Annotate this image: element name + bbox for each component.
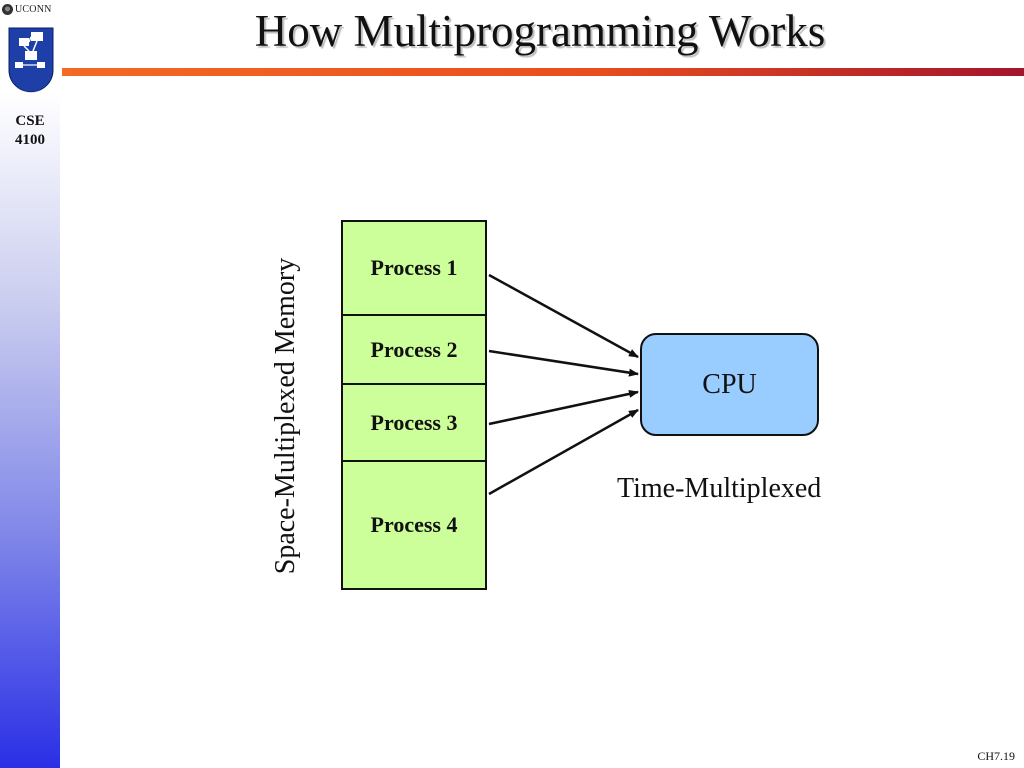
process-label: Process 1	[370, 255, 458, 280]
cpu-label: CPU	[702, 368, 757, 400]
uconn-seal-icon	[2, 3, 13, 15]
time-multiplexed-label: Time-Multiplexed	[617, 473, 822, 504]
process-label: Process 3	[370, 409, 458, 435]
course-code: CSE 4100	[15, 113, 45, 148]
computer-network-logo-icon	[8, 27, 54, 93]
cse-logo	[3, 18, 59, 102]
sidebar: UCONN CSE 4100	[0, 0, 60, 768]
arrow-process-1	[488, 273, 639, 359]
slide-number: CH7.19	[977, 749, 1015, 763]
process-box-2: Process 2	[341, 314, 487, 385]
institution-name: UCONN	[15, 3, 52, 15]
process-box-1: Process 1	[341, 220, 487, 316]
process-label: Process 4	[370, 512, 458, 537]
title-divider	[62, 68, 1024, 76]
slide-title: How Multiprogramming Works	[254, 6, 826, 56]
uconn-mark: UCONN	[2, 2, 52, 16]
process-box-3: Process 3	[341, 383, 487, 462]
process-box-4: Process 4	[341, 460, 487, 590]
cpu-box: CPU	[640, 333, 819, 436]
process-label: Process 2	[370, 336, 458, 362]
arrow-process-4	[488, 408, 639, 496]
arrow-process-2	[488, 349, 639, 377]
arrow-process-3	[488, 389, 639, 426]
